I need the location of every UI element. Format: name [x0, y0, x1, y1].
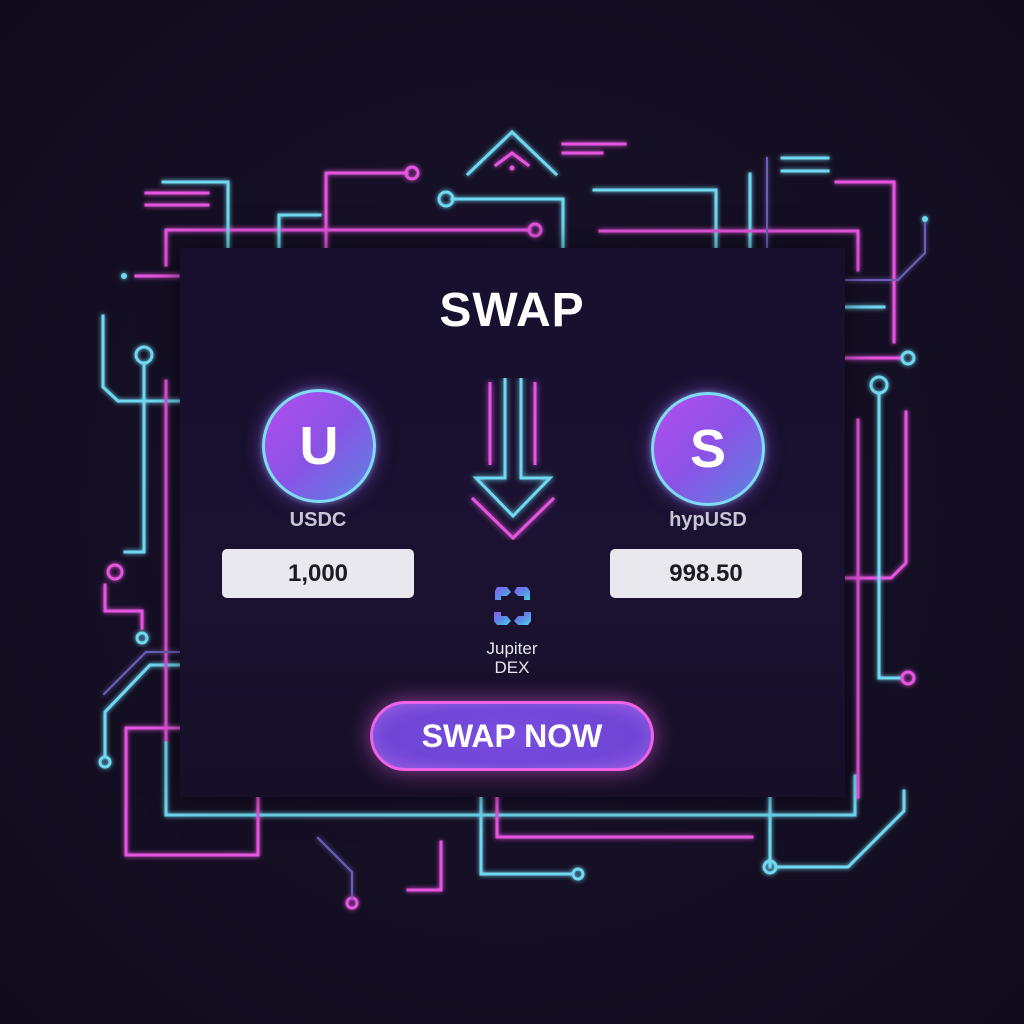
dex-name: Jupiter DEX — [462, 639, 562, 677]
jupiter-logo-icon — [494, 587, 531, 625]
usdc-token-icon[interactable]: U — [262, 389, 376, 503]
dex-name-line2: DEX — [494, 658, 530, 677]
from-amount-input[interactable]: 1,000 — [222, 549, 414, 598]
hypusd-token-icon[interactable]: S — [651, 392, 765, 506]
dex-name-line1: Jupiter — [486, 639, 538, 658]
swap-now-button[interactable]: SWAP NOW — [370, 701, 654, 771]
arrow-down-icon — [470, 378, 556, 540]
from-amount-value: 1,000 — [287, 559, 349, 587]
usdc-token-letter: U — [299, 416, 339, 476]
from-token-name: USDC — [289, 509, 347, 531]
to-token-name: hypUSD — [669, 509, 747, 531]
to-amount-value: 998.50 — [669, 559, 743, 587]
swap-title: SWAP — [439, 284, 585, 337]
swap-now-label: SWAP NOW — [421, 717, 603, 754]
to-amount-output: 998.50 — [610, 549, 802, 598]
hypusd-token-letter: S — [689, 419, 727, 479]
